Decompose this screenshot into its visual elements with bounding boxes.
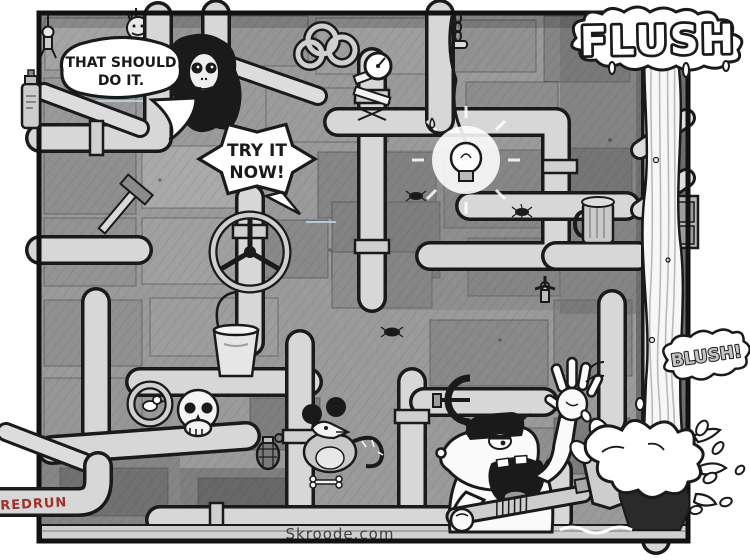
blush-splash-label: BLUSH!	[662, 328, 750, 381]
speech-bubble-2-line-1: TRY IT	[227, 141, 287, 161]
plumber-cap	[456, 412, 531, 440]
speech-bubble-2-line-2: NOW!	[229, 163, 284, 183]
hanged-doll	[39, 13, 57, 59]
rat-with-mouse-ears	[302, 397, 385, 489]
cockroaches	[380, 190, 533, 338]
speech-bubble-1-line-1: THAT SHOULD	[65, 55, 176, 71]
speech-bubble-1: THAT SHOULD DO IT.	[59, 35, 198, 142]
redrun-pipe: REDRUN	[0, 422, 113, 517]
hammer	[97, 173, 155, 235]
beer-stein	[573, 196, 615, 245]
pipe-ring-bird	[126, 380, 174, 428]
water-splash	[559, 397, 746, 535]
speech-bubble-2: TRY IT NOW!	[195, 122, 319, 216]
pressure-gauge	[363, 51, 393, 81]
artist-signature: REDRUN	[0, 495, 68, 513]
valve-wheel	[208, 210, 292, 294]
panel-border	[36, 10, 691, 544]
faucet-handle	[534, 276, 556, 303]
bucket	[212, 290, 260, 378]
raised-hand	[530, 356, 605, 484]
light-bulb	[412, 15, 520, 214]
skull	[176, 388, 220, 438]
grenade	[255, 433, 284, 471]
hose-tangle	[293, 21, 360, 71]
flush-title: FLUSH	[570, 5, 744, 78]
bone	[309, 475, 343, 489]
spray-can	[20, 69, 42, 130]
flush-title-text: FLUSH	[579, 17, 736, 66]
speech-bubble-1-line-2: DO IT.	[98, 73, 144, 89]
